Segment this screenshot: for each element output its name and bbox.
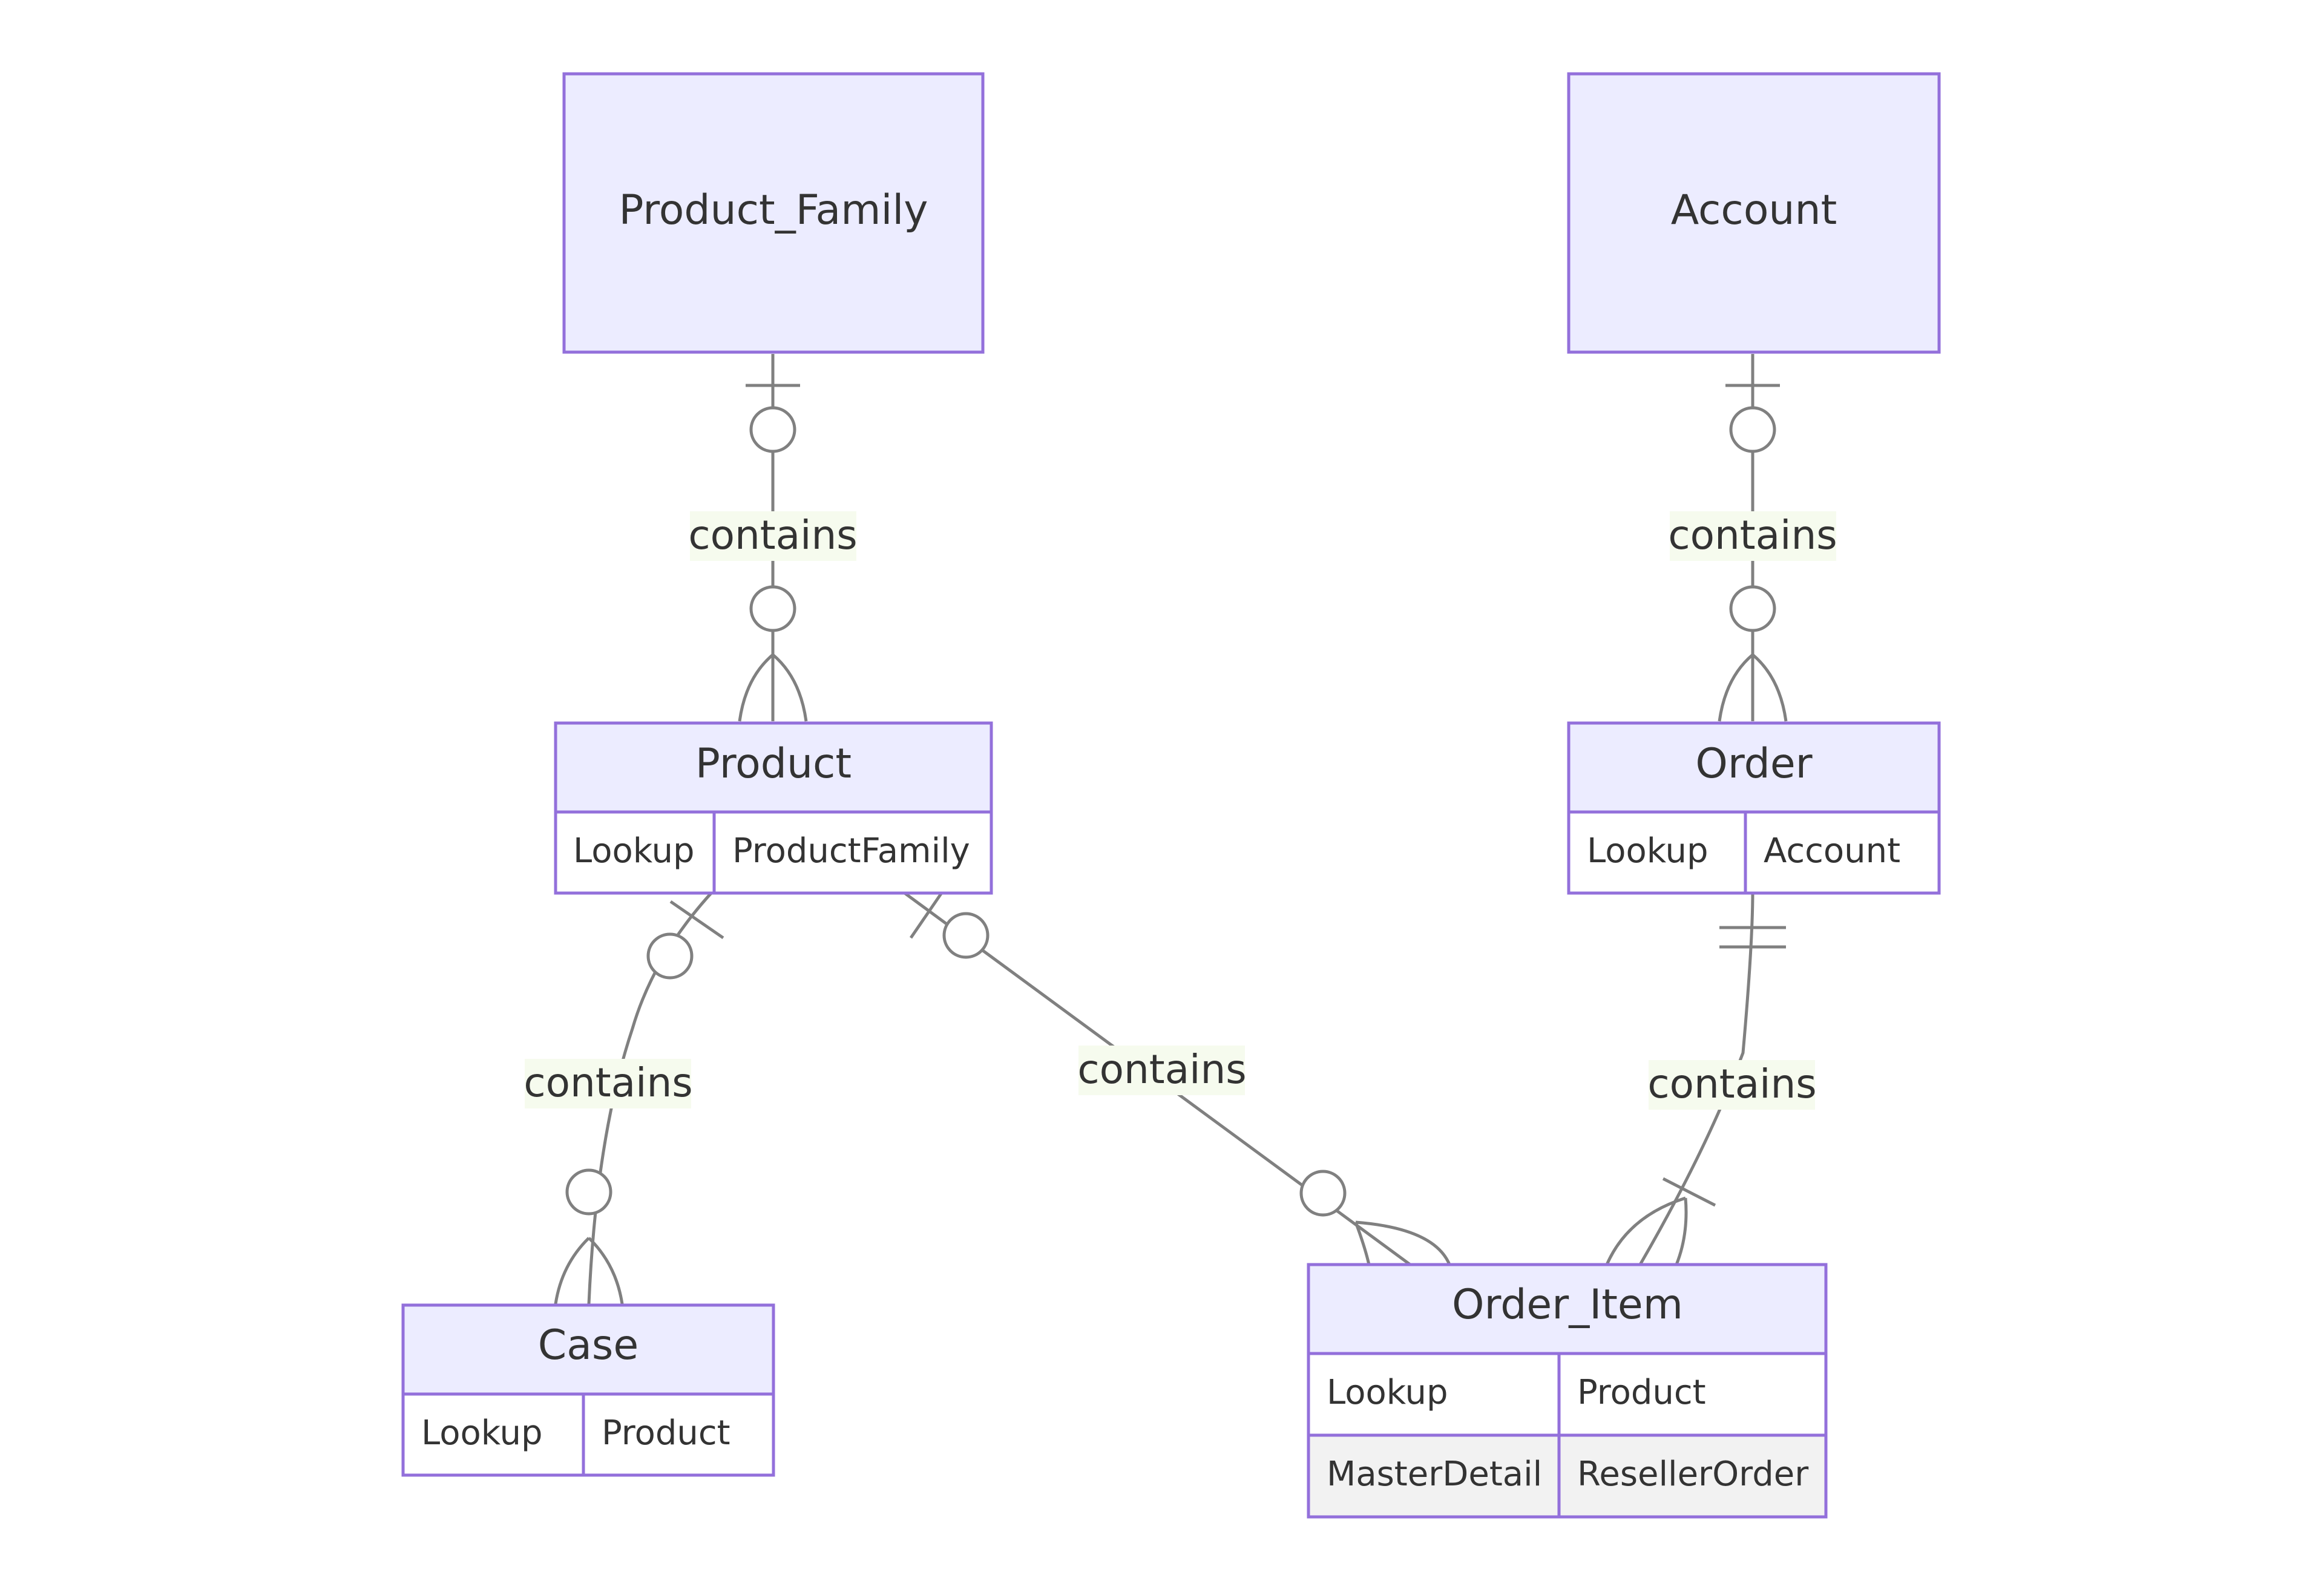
relationship-label-order-orderitem: contains — [1647, 1060, 1817, 1110]
attribute-type-cell — [1307, 1352, 1561, 1437]
attribute-name: Product — [602, 1413, 730, 1453]
attribute-type: Lookup — [421, 1413, 542, 1453]
attribute-type-cell — [1307, 1433, 1561, 1519]
entity-title: Account — [1671, 186, 1837, 234]
attribute-type: Lookup — [1587, 831, 1708, 871]
attribute-name-cell — [1744, 810, 1941, 895]
relationship-label-text: contains — [524, 1059, 692, 1106]
attribute-type: MasterDetail — [1327, 1455, 1542, 1494]
attribute-type-cell — [554, 810, 716, 895]
attribute-name-cell — [582, 1392, 775, 1477]
relationship-label-product-case: contains — [524, 1059, 693, 1108]
attribute-name: ProductFamily — [732, 831, 970, 871]
attribute-type-cell — [1567, 810, 1747, 895]
entity-order[interactable]: Order Lookup Account — [1567, 721, 1941, 895]
attribute-name-cell — [712, 810, 993, 895]
entity-title: Order_Item — [1452, 1281, 1683, 1329]
attribute-name-cell — [1557, 1352, 1828, 1437]
relationship-label-text: contains — [1668, 512, 1837, 558]
entity-product[interactable]: Product Lookup ProductFamily — [554, 721, 993, 895]
attribute-name: Product — [1577, 1373, 1706, 1412]
entity-product-family[interactable]: Product_Family — [562, 72, 985, 354]
entity-order-item[interactable]: Order_Item Lookup Product MasterDetail R… — [1307, 1263, 1828, 1519]
attribute-name: ResellerOrder — [1577, 1455, 1809, 1494]
relationship-account-order — [1718, 354, 1788, 722]
relationship-label-text: contains — [1077, 1046, 1246, 1093]
relationship-label-productfamily-product: contains — [688, 511, 858, 561]
entity-title: Product — [695, 740, 852, 788]
attribute-name-cell — [1557, 1433, 1828, 1519]
entity-title: Product_Family — [619, 186, 928, 234]
entity-title: Order — [1695, 740, 1812, 788]
entity-title: Case — [538, 1321, 638, 1369]
attribute-name: Account — [1764, 831, 1900, 871]
relationship-label-text: contains — [1647, 1061, 1816, 1107]
relationship-product-case — [554, 891, 724, 1305]
relationship-productfamily-product — [738, 354, 808, 722]
attribute-type: Lookup — [573, 831, 694, 871]
relationship-order-orderitem — [1605, 891, 1786, 1266]
relationship-label-product-orderitem: contains — [1077, 1046, 1247, 1095]
attribute-type-cell — [401, 1392, 585, 1477]
entity-account[interactable]: Account — [1567, 72, 1941, 354]
attribute-type: Lookup — [1327, 1373, 1448, 1412]
relationship-label-text: contains — [688, 512, 857, 558]
relationship-label-account-order: contains — [1668, 511, 1837, 561]
entity-case[interactable]: Case Lookup Product — [401, 1303, 775, 1477]
